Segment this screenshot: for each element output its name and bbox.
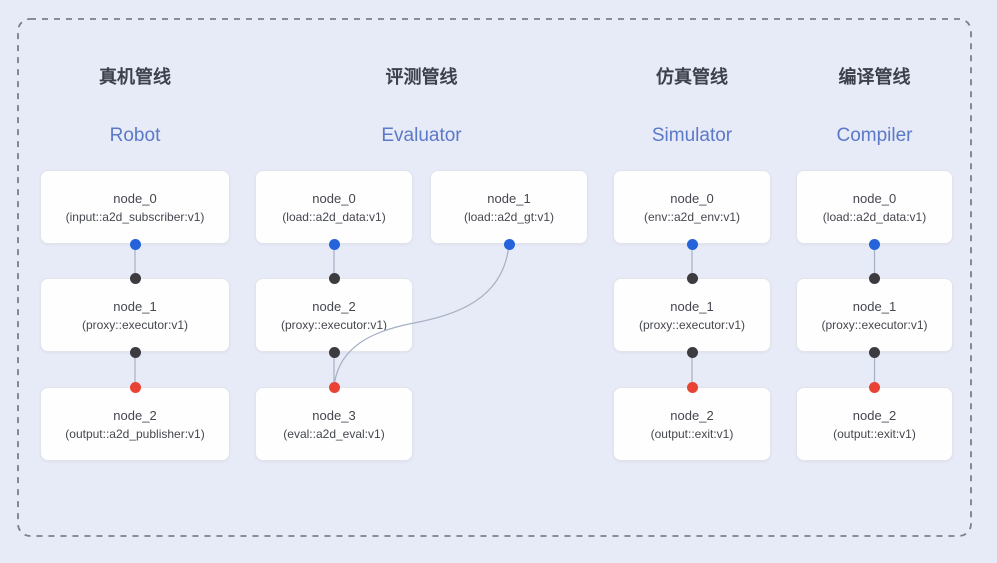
pipeline-title-zh-compiler: 编译管线 — [838, 67, 911, 87]
evaluator-node_3-input-port — [328, 381, 340, 393]
node-box-evaluator-node_3: node_3(eval::a2d_eval:v1) — [255, 387, 413, 461]
node-label: node_2 — [670, 407, 714, 423]
node-box-robot-node_1: node_1(proxy::executor:v1) — [40, 278, 230, 352]
robot-node_1-input-port — [129, 272, 141, 284]
node-label: node_1 — [487, 190, 531, 206]
node-box-simulator-node_2: node_2(output::exit:v1) — [613, 387, 771, 461]
simulator-node_0-output-port — [686, 238, 698, 250]
node-label: node_3 — [312, 407, 356, 423]
pipeline-title-en-simulator: Simulator — [651, 125, 733, 146]
node-sublabel: (env::a2d_env:v1) — [643, 209, 741, 224]
node-box-compiler-node_1: node_1(proxy::executor:v1) — [796, 278, 953, 352]
node-label: node_0 — [670, 190, 714, 206]
node-label: node_1 — [670, 298, 714, 314]
robot-node_2-input-port — [129, 381, 141, 393]
pipeline-title-zh-evaluator: 评测管线 — [385, 67, 458, 87]
robot-node_1-output-port — [129, 346, 141, 358]
node-sublabel: (proxy::executor:v1) — [81, 317, 189, 332]
node-label: node_2 — [113, 407, 157, 423]
node-label: node_0 — [312, 190, 356, 206]
node-sublabel: (eval::a2d_eval:v1) — [283, 426, 385, 441]
node-sublabel: (output::a2d_publisher:v1) — [65, 426, 205, 441]
compiler-node_2-input-port — [869, 381, 880, 393]
compiler-node_1-input-port — [869, 272, 880, 284]
node-sublabel: (output::exit:v1) — [650, 426, 734, 441]
node-sublabel: (proxy::executor:v1) — [280, 317, 388, 332]
pipeline-title-zh-robot: 真机管线 — [99, 67, 171, 87]
pipeline-title-en-robot: Robot — [109, 125, 161, 146]
node-sublabel: (load::a2d_data:v1) — [282, 209, 386, 224]
evaluator-node_0-output-port — [328, 238, 340, 250]
node-label: node_0 — [852, 190, 897, 206]
robot-node_0-output-port — [129, 238, 141, 250]
node-box-evaluator-node_0: node_0(load::a2d_data:v1) — [255, 170, 413, 244]
compiler-node_0-output-port — [869, 238, 880, 250]
node-box-robot-node_0: node_0(input::a2d_subscriber:v1) — [40, 170, 230, 244]
evaluator-node_2-output-port — [328, 346, 340, 358]
node-sublabel: (load::a2d_data:v1) — [822, 209, 927, 224]
simulator-node_1-output-port — [686, 346, 698, 358]
node-label: node_2 — [852, 407, 897, 423]
node-label: node_1 — [113, 298, 157, 314]
simulator-node_1-input-port — [686, 272, 698, 284]
node-sublabel: (proxy::executor:v1) — [638, 317, 746, 332]
node-sublabel: (input::a2d_subscriber:v1) — [65, 209, 205, 224]
node-box-compiler-node_2: node_2(output::exit:v1) — [796, 387, 953, 461]
pipeline-title-zh-simulator: 仿真管线 — [656, 67, 728, 87]
node-box-evaluator-node_1: node_1(load::a2d_gt:v1) — [430, 170, 588, 244]
node-box-compiler-node_0: node_0(load::a2d_data:v1) — [796, 170, 953, 244]
node-label: node_1 — [852, 298, 897, 314]
node-sublabel: (load::a2d_gt:v1) — [463, 209, 555, 224]
node-label: node_0 — [113, 190, 157, 206]
simulator-node_2-input-port — [686, 381, 698, 393]
node-box-robot-node_2: node_2(output::a2d_publisher:v1) — [40, 387, 230, 461]
compiler-node_1-output-port — [869, 346, 880, 358]
evaluator-node_1-output-port — [503, 238, 515, 250]
pipeline-title-en-compiler: Compiler — [836, 125, 913, 146]
node-sublabel: (output::exit:v1) — [833, 426, 916, 441]
node-box-simulator-node_0: node_0(env::a2d_env:v1) — [613, 170, 771, 244]
node-box-evaluator-node_2: node_2(proxy::executor:v1) — [255, 278, 413, 352]
node-box-simulator-node_1: node_1(proxy::executor:v1) — [613, 278, 771, 352]
pipeline-title-en-evaluator: Evaluator — [381, 125, 462, 146]
evaluator-node_2-input-port — [328, 272, 340, 284]
node-sublabel: (proxy::executor:v1) — [821, 317, 928, 332]
node-label: node_2 — [312, 298, 356, 314]
